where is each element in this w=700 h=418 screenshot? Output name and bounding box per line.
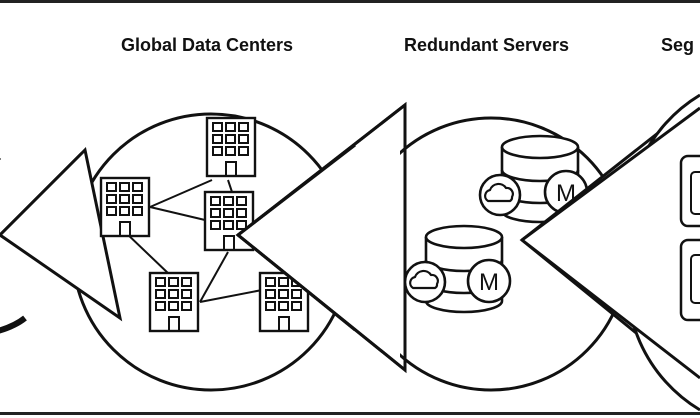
building-icon bbox=[205, 116, 257, 178]
network-links bbox=[124, 179, 263, 303]
middle-wedge-fill bbox=[241, 113, 400, 362]
cabinet-icon bbox=[679, 154, 700, 228]
building-icon bbox=[148, 271, 200, 333]
right-wedge-fill bbox=[522, 108, 700, 378]
cabinet-icon bbox=[679, 238, 700, 322]
wedge-edge bbox=[237, 233, 356, 332]
cloud-badge-icon bbox=[478, 173, 522, 217]
wedge-edge bbox=[521, 106, 700, 242]
section-title-segmentation: Seg bbox=[661, 35, 695, 55]
wedge-edge bbox=[521, 238, 700, 380]
section-title-redundant-servers: Redundant Servers bbox=[404, 35, 570, 55]
cloud-badge-icon bbox=[403, 260, 447, 304]
bottom-border bbox=[0, 412, 700, 415]
m-badge-icon: M bbox=[466, 258, 512, 304]
svg-text:M: M bbox=[479, 269, 499, 296]
wedge-edge bbox=[237, 143, 356, 237]
top-border bbox=[0, 0, 700, 3]
building-icon bbox=[99, 176, 151, 238]
section-title-global-data-centers: Global Data Centers bbox=[121, 35, 294, 55]
